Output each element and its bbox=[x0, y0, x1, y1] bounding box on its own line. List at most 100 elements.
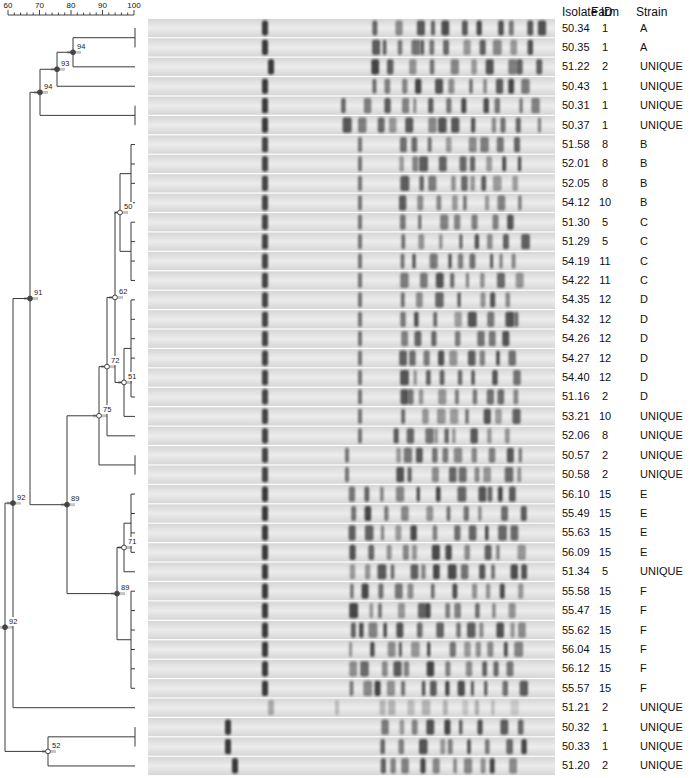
gel-lane bbox=[148, 737, 555, 755]
branch-horizontal bbox=[67, 415, 99, 416]
gel-band bbox=[371, 59, 379, 74]
branch-horizontal bbox=[67, 593, 117, 594]
gel-band bbox=[500, 253, 503, 268]
gel-band bbox=[528, 40, 533, 55]
gel-band bbox=[438, 351, 444, 366]
gel-band bbox=[487, 642, 493, 657]
gel-band bbox=[521, 234, 530, 249]
gel-band bbox=[401, 331, 408, 346]
gel-band bbox=[464, 758, 472, 773]
gel-band bbox=[509, 758, 517, 773]
strain-label: UNIQUE bbox=[640, 80, 683, 93]
gel-band bbox=[440, 215, 448, 230]
gel-band bbox=[480, 273, 484, 288]
gel-band bbox=[468, 312, 477, 327]
farm-number: 15 bbox=[599, 507, 611, 520]
strain-label: F bbox=[640, 585, 647, 598]
gel-band bbox=[262, 389, 268, 404]
gel-band bbox=[409, 351, 415, 366]
gel-band bbox=[471, 117, 475, 132]
branch-horizontal bbox=[57, 86, 135, 87]
farm-number: 5 bbox=[602, 235, 608, 248]
gel-band bbox=[381, 525, 384, 540]
gel-band bbox=[448, 79, 454, 94]
gel-lane bbox=[148, 77, 555, 95]
gel-lane bbox=[148, 524, 555, 542]
gel-band bbox=[262, 428, 268, 443]
gel-band bbox=[486, 584, 490, 599]
gel-band bbox=[432, 448, 437, 463]
gel-band bbox=[494, 661, 499, 676]
gel-band bbox=[383, 40, 387, 55]
gel-band bbox=[445, 681, 449, 696]
gel-band bbox=[428, 117, 436, 132]
gel-band bbox=[418, 215, 421, 230]
gel-band bbox=[404, 448, 412, 463]
gel-band bbox=[408, 467, 412, 482]
gel-band bbox=[507, 215, 513, 230]
gel-lane bbox=[148, 58, 555, 76]
node-dots bbox=[3, 50, 127, 754]
bootstrap-value: 89 bbox=[120, 583, 130, 592]
farm-number: 15 bbox=[599, 488, 611, 501]
node-dot bbox=[11, 501, 16, 506]
gel-band bbox=[455, 389, 459, 404]
strain-label: B bbox=[640, 138, 647, 151]
gel-band bbox=[351, 622, 356, 637]
gel-band bbox=[496, 351, 500, 366]
scale-tick bbox=[121, 13, 122, 16]
branch-horizontal bbox=[131, 630, 135, 631]
gel-band bbox=[510, 40, 517, 55]
gel-band bbox=[432, 545, 440, 560]
bootstrap-value: 92 bbox=[8, 617, 18, 626]
gel-band bbox=[440, 370, 445, 385]
gel-band bbox=[402, 79, 407, 94]
gel-band bbox=[358, 234, 362, 249]
column-header: Farm bbox=[591, 5, 619, 19]
scale-tick bbox=[14, 13, 15, 16]
strain-label: F bbox=[640, 604, 647, 617]
scale-tick bbox=[71, 10, 72, 15]
gel-band bbox=[399, 156, 404, 171]
gel-band bbox=[362, 584, 369, 599]
gel-band bbox=[445, 603, 450, 618]
gel-band bbox=[416, 292, 423, 307]
gel-band bbox=[481, 176, 486, 191]
farm-number: 1 bbox=[602, 22, 608, 35]
branch-horizontal bbox=[131, 280, 135, 281]
farm-number: 2 bbox=[602, 759, 608, 772]
branch-horizontal bbox=[131, 261, 135, 262]
isolate-id: 55.49 bbox=[562, 507, 590, 520]
gel-band bbox=[408, 584, 414, 599]
farm-number: 10 bbox=[599, 410, 611, 423]
gel-band bbox=[417, 622, 423, 637]
gel-band bbox=[479, 564, 485, 579]
gel-band bbox=[415, 79, 421, 94]
gel-band bbox=[443, 448, 449, 463]
isolate-id: 52.05 bbox=[562, 177, 590, 190]
branch-horizontal bbox=[40, 115, 135, 116]
gel-band bbox=[388, 700, 395, 715]
gel-band bbox=[509, 486, 516, 501]
gel-band bbox=[485, 525, 488, 540]
gel-band bbox=[439, 234, 442, 249]
gel-lane bbox=[148, 291, 555, 309]
gel-band bbox=[454, 215, 460, 230]
gel-band bbox=[358, 409, 362, 424]
bootstrap-value: 75 bbox=[102, 405, 112, 414]
farm-number: 1 bbox=[602, 99, 608, 112]
gel-band bbox=[505, 428, 510, 443]
gel-band bbox=[468, 351, 476, 366]
gel-band bbox=[452, 195, 458, 210]
strain-label: D bbox=[640, 390, 648, 403]
gel-band bbox=[435, 79, 443, 94]
branch-horizontal bbox=[131, 338, 135, 339]
branch-horizontal bbox=[124, 523, 131, 524]
node-dot bbox=[115, 591, 120, 596]
gel-band bbox=[365, 486, 370, 501]
gel-band bbox=[511, 525, 519, 540]
gel-band bbox=[431, 584, 434, 599]
isolate-id: 50.32 bbox=[562, 721, 590, 734]
bootstrap-value: 51 bbox=[127, 372, 137, 381]
node-dot bbox=[71, 50, 76, 55]
